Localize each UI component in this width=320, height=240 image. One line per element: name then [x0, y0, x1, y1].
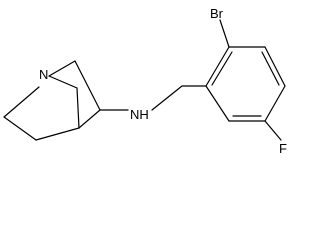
- bond-c1-c2: [205, 46, 230, 87]
- molecule-diagram: N NH Br F: [3, 6, 287, 156]
- bond-c7-c8: [3, 116, 37, 141]
- bond-n-c7: [3, 86, 40, 118]
- bond-c5-f: [264, 120, 282, 141]
- atom-br: Br: [210, 6, 224, 21]
- bond-n-c2: [48, 60, 76, 77]
- bond-c6-c5: [76, 87, 80, 129]
- atom-nh: NH: [130, 107, 149, 122]
- amine-linker: [99, 85, 207, 111]
- bond-c6-c1: [205, 85, 230, 122]
- bond-n-c6: [48, 75, 78, 89]
- bond-c3-c4: [264, 46, 286, 87]
- double-bond-c3-c4: [261, 51, 280, 86]
- bond-c8-c4: [35, 127, 80, 141]
- bond-c4-c5: [264, 85, 286, 122]
- bond-c2-br: [219, 19, 230, 48]
- bond-c4-c3: [78, 109, 101, 129]
- bond-nh-ch2: [151, 85, 183, 111]
- benzene-ring: [205, 46, 286, 122]
- bond-c2-c3: [74, 60, 101, 111]
- atom-n-ring: N: [39, 67, 48, 82]
- double-bond-c1-c2: [211, 51, 233, 86]
- atom-f: F: [279, 141, 287, 156]
- bicyclic-ring: [3, 60, 101, 141]
